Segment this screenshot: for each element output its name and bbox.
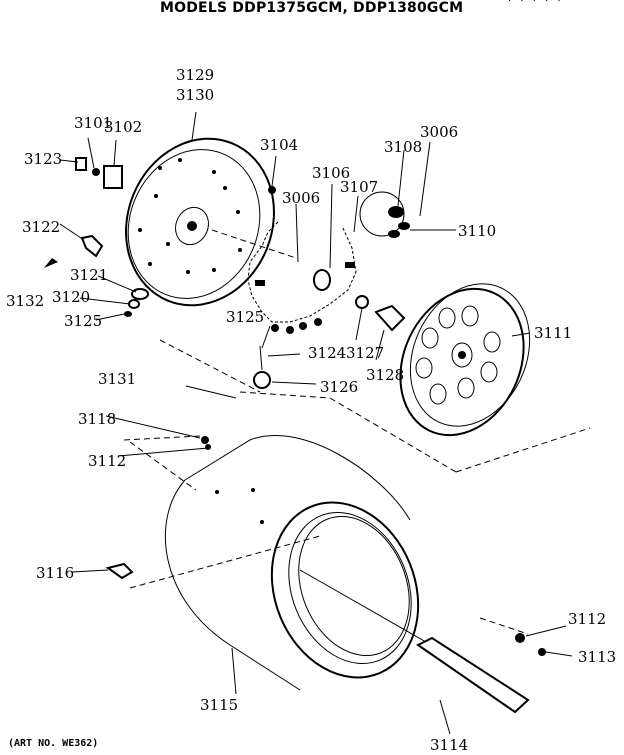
label-3108: 3108 <box>384 138 422 156</box>
label-3126: 3126 <box>320 378 358 396</box>
drum-head <box>399 283 531 437</box>
label-3125-left: 3125 <box>64 312 102 330</box>
label-3113: 3113 <box>578 648 616 666</box>
baffle <box>416 636 530 714</box>
label-3116: 3116 <box>36 564 74 582</box>
label-3130: 3130 <box>176 86 214 104</box>
heater-element <box>247 221 357 334</box>
rear-bulkhead <box>125 137 275 307</box>
label-3120: 3120 <box>52 288 90 306</box>
label-3112-left: 3112 <box>88 452 126 470</box>
label-3121: 3121 <box>70 266 108 284</box>
label-3101: 3101 <box>74 114 112 132</box>
label-3115: 3115 <box>200 696 238 714</box>
label-3118: 3118 <box>78 410 116 428</box>
label-3131: 3131 <box>98 370 136 388</box>
label-3132: 3132 <box>6 292 44 310</box>
label-3006-right: 3006 <box>420 123 458 141</box>
label-3124: 3124 <box>308 344 346 362</box>
label-3111: 3111 <box>534 324 572 342</box>
label-3104: 3104 <box>260 136 298 154</box>
arrow-3132 <box>44 258 58 268</box>
label-3110: 3110 <box>458 222 496 240</box>
label-3106: 3106 <box>312 164 350 182</box>
label-3114: 3114 <box>430 736 468 754</box>
label-3006-left: 3006 <box>282 189 320 207</box>
label-3129: 3129 <box>176 66 214 84</box>
label-3123: 3123 <box>24 150 62 168</box>
art-number: (ART NO. WE362) <box>8 738 99 749</box>
label-3107: 3107 <box>340 178 378 196</box>
label-3128: 3128 <box>366 366 404 384</box>
corner-mark: · · · · · <box>508 0 564 7</box>
label-3102: 3102 <box>104 118 142 136</box>
hardware-parts <box>75 157 546 656</box>
leader-lines <box>59 111 591 735</box>
diagram-title: MODELS DDP1375GCM, DDP1380GCM <box>160 0 464 16</box>
label-3112-right: 3112 <box>568 610 606 628</box>
label-3122: 3122 <box>22 218 60 236</box>
label-3127: 3127 <box>346 344 384 362</box>
drum <box>165 435 420 691</box>
part-labels: 3129 3130 3101 3102 3123 3104 3006 3106 … <box>6 66 616 754</box>
label-3125-center: 3125 <box>226 308 264 326</box>
